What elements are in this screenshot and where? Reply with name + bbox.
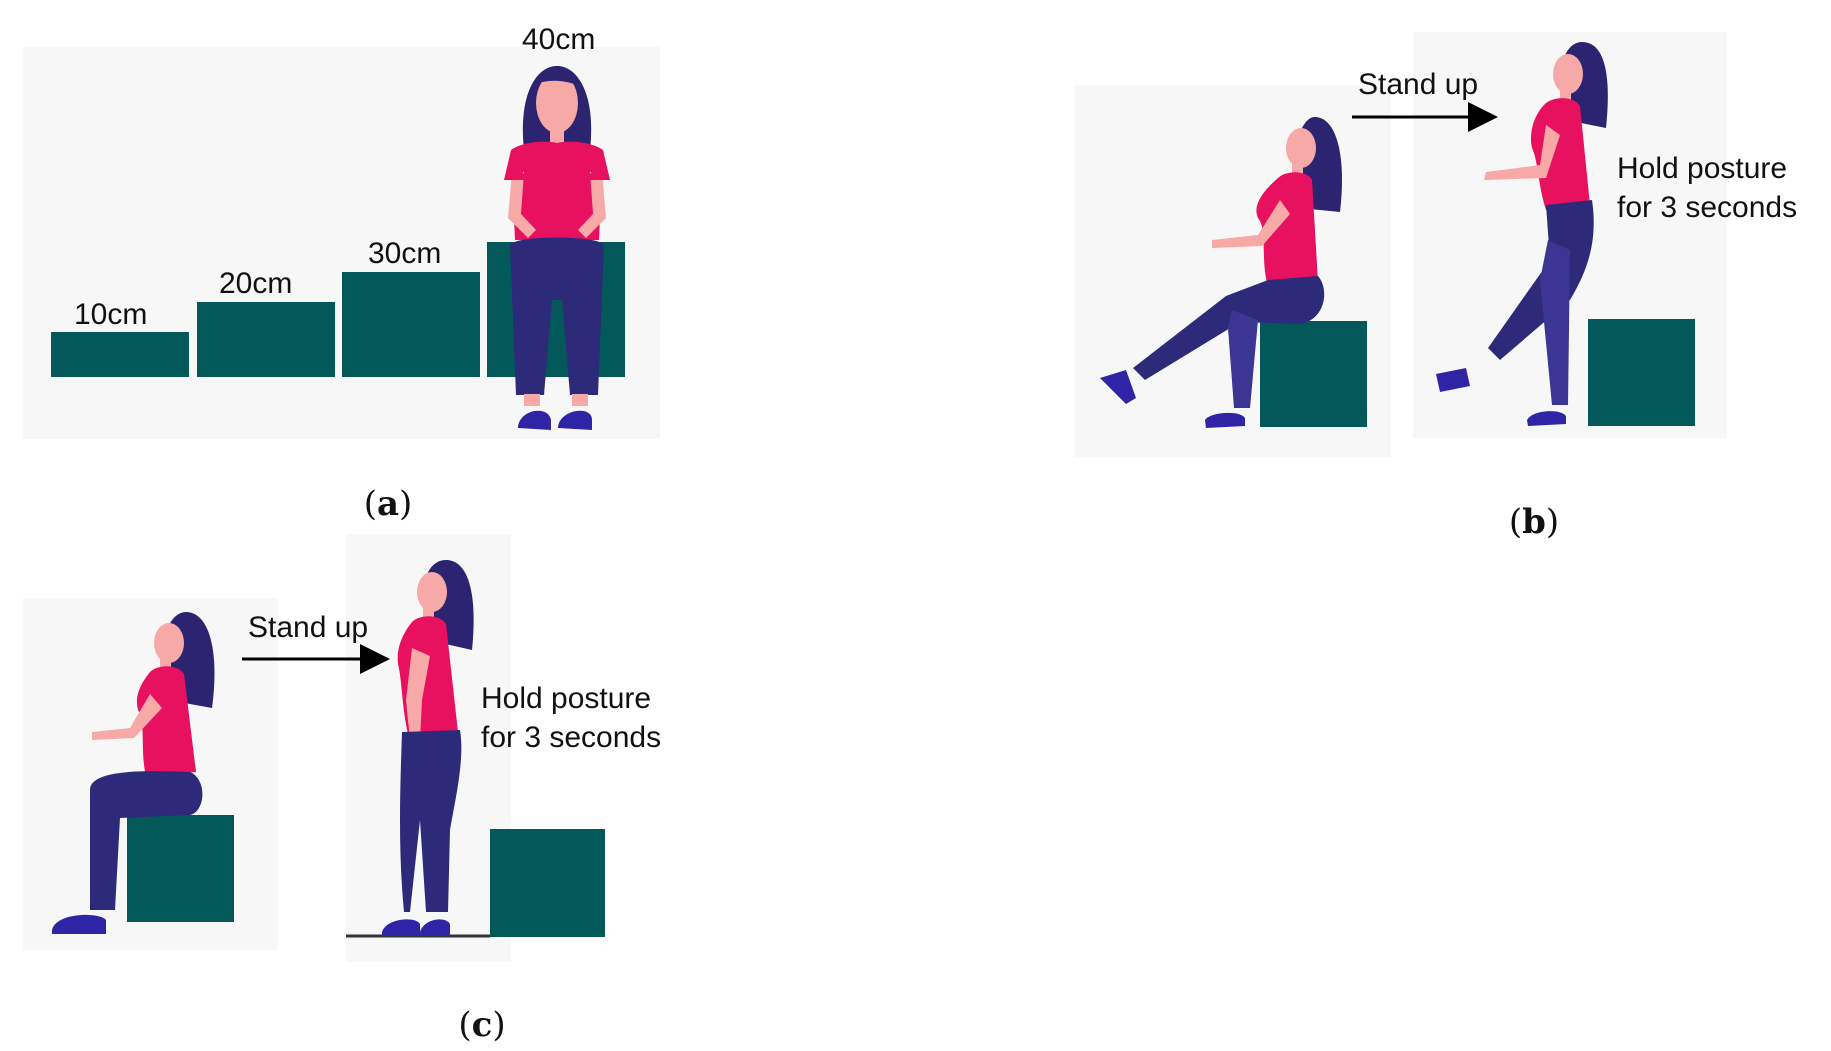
panel-b-action-label: Stand up	[1358, 68, 1478, 101]
box-10cm	[51, 332, 189, 377]
label-40cm: 40cm	[522, 23, 595, 56]
box-20cm	[197, 302, 335, 377]
caption-a-letter: a	[377, 484, 399, 524]
panel-c-hold-line1: Hold posture	[481, 682, 651, 715]
woman-standing-leg-back-figure	[1436, 42, 1608, 426]
box-30cm	[342, 272, 480, 377]
woman-seated-leg-extended-figure	[1100, 116, 1343, 428]
caption-b-letter: b	[1522, 502, 1546, 542]
woman-standing-side-figure	[382, 560, 474, 936]
woman-seated-side-figure	[52, 612, 215, 934]
panel-b-box-seated	[1260, 321, 1367, 427]
panel-a: 10cm 20cm 30cm 40cm (a)	[23, 23, 660, 524]
label-20cm: 20cm	[219, 267, 292, 300]
panel-c: Stand up Hold posture for 3 seconds (c)	[23, 534, 661, 1045]
label-30cm: 30cm	[368, 237, 441, 270]
label-10cm: 10cm	[74, 298, 147, 331]
panel-c-hold-line2: for 3 seconds	[481, 721, 661, 754]
panel-c-box-standing	[490, 829, 605, 937]
caption-b: (b)	[1509, 502, 1559, 542]
panel-b: Stand up Hold posture for 3 seconds (b)	[1075, 32, 1797, 542]
caption-c: (c)	[458, 1005, 505, 1045]
panel-c-action-label: Stand up	[248, 611, 368, 644]
woman-seated-front-figure	[504, 66, 610, 430]
panel-c-box-seated	[127, 815, 234, 922]
caption-c-letter: c	[472, 1005, 493, 1045]
panel-b-hold-line1: Hold posture	[1617, 152, 1787, 185]
panel-b-hold-line2: for 3 seconds	[1617, 191, 1797, 224]
panel-b-box-standing	[1588, 319, 1695, 426]
caption-a: (a)	[364, 484, 413, 524]
